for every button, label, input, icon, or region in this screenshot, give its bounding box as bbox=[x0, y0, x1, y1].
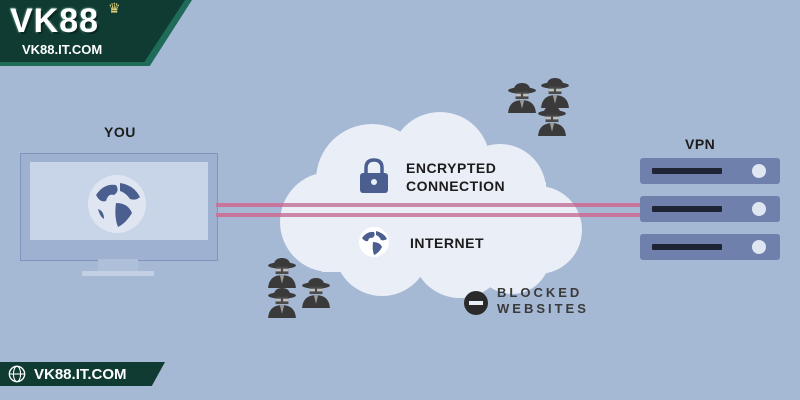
websites-label: WEBSITES bbox=[497, 301, 589, 316]
banner-url[interactable]: VK88.IT.COM bbox=[34, 366, 127, 383]
internet-label: INTERNET bbox=[410, 235, 484, 251]
monitor-base bbox=[82, 271, 154, 276]
vpn-label: VPN bbox=[685, 136, 716, 152]
crown-icon: ♛ bbox=[108, 0, 121, 16]
connection-line-cloud-bottom bbox=[276, 213, 586, 217]
server-slot bbox=[652, 244, 722, 250]
logo-subtext: VK88.IT.COM bbox=[22, 42, 103, 57]
spy-icon bbox=[302, 278, 330, 308]
you-label: YOU bbox=[104, 124, 136, 140]
logo-text: VK88 bbox=[10, 2, 100, 40]
site-banner[interactable] bbox=[0, 362, 165, 386]
server-led bbox=[752, 164, 766, 178]
spy-icon bbox=[268, 258, 296, 288]
lock-icon bbox=[360, 158, 388, 193]
encrypted-label: ENCRYPTED bbox=[406, 160, 497, 176]
spy-icon bbox=[541, 78, 569, 108]
blocked-label: BLOCKED bbox=[497, 285, 583, 300]
monitor-stand bbox=[98, 259, 138, 271]
globe-icon bbox=[8, 365, 26, 383]
globe-icon bbox=[88, 175, 146, 233]
connection-line-cloud-top bbox=[276, 203, 586, 207]
connection-label: CONNECTION bbox=[406, 178, 506, 194]
cloud-shape bbox=[280, 112, 582, 298]
globe-icon bbox=[359, 227, 389, 257]
server-slot bbox=[652, 168, 722, 174]
blocked-icon bbox=[464, 291, 488, 315]
server-slot bbox=[652, 206, 722, 212]
spy-icon bbox=[268, 288, 296, 318]
server-led bbox=[752, 240, 766, 254]
spy-icon bbox=[538, 106, 566, 136]
server-led bbox=[752, 202, 766, 216]
spy-icon bbox=[508, 83, 536, 113]
